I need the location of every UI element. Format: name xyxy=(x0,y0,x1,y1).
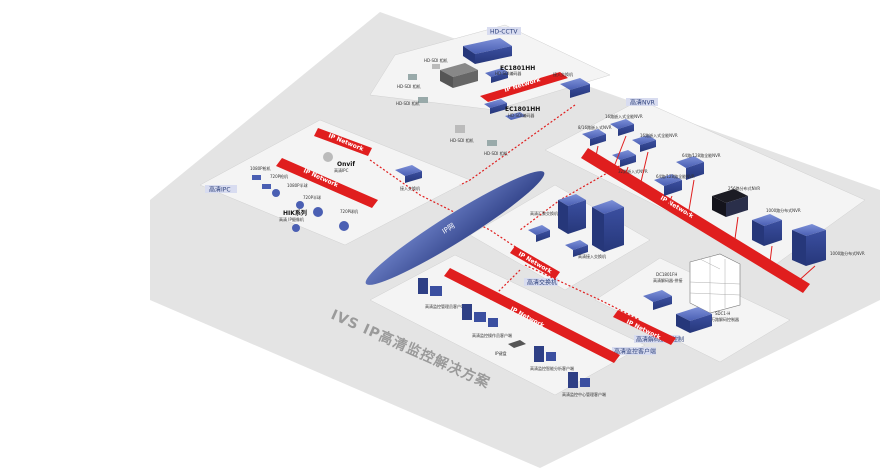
cctv-camera-b: HD-SDI 相机 xyxy=(396,97,428,106)
ipc-access-switch: 接入交换机 xyxy=(395,165,422,191)
svg-text:高清监控客户端: 高清监控客户端 xyxy=(614,348,656,356)
svg-text:EC1801HH: EC1801HH xyxy=(505,106,540,113)
svg-text:HD-CCTV: HD-CCTV xyxy=(490,29,518,36)
svg-text:HD-SDI 相机: HD-SDI 相机 xyxy=(397,83,421,89)
svg-text:HD-SDI 相机: HD-SDI 相机 xyxy=(484,150,508,156)
svg-text:高清交换机: 高清交换机 xyxy=(527,279,557,287)
monitor-client-2: 高清监控操作员客户端 xyxy=(462,304,512,338)
svg-text:HIK系列: HIK系列 xyxy=(283,209,307,217)
panel-switch xyxy=(469,184,651,291)
switch-devices: 高清汇聚交换机 高清接入交换机 xyxy=(528,194,624,259)
svg-text:Onvif: Onvif xyxy=(337,161,355,168)
switch-core: 高清汇聚交换机 xyxy=(530,194,586,234)
nvr-unit-1: 8/16路嵌入式NVR xyxy=(578,124,612,146)
svg-text:64路/128路全能NVR: 64路/128路全能NVR xyxy=(682,152,721,158)
svg-text:8/16路嵌入式NVR: 8/16路嵌入式NVR xyxy=(578,124,612,130)
svg-text:IP键盘: IP键盘 xyxy=(495,350,507,356)
svg-text:1080P枪机: 1080P枪机 xyxy=(250,165,271,171)
svg-text:接入交换机: 接入交换机 xyxy=(400,185,420,191)
ipc-camera-onvif: Onvif 高清IPC xyxy=(323,152,355,173)
ipc-camera-e: 720P球机 xyxy=(313,207,358,231)
ipc-camera-d: 720P半球 xyxy=(296,194,321,209)
svg-text:256路分布式NVR: 256路分布式NVR xyxy=(728,185,760,191)
svg-text:16路嵌入式全能NVR: 16路嵌入式全能NVR xyxy=(605,113,643,119)
nvr-unit-8: 1000路分布式NVR xyxy=(752,207,801,246)
svg-text:EC1801HH: EC1801HH xyxy=(500,65,535,72)
svg-text:720P球机: 720P球机 xyxy=(340,208,358,214)
decoder-1: DC1801FH 高清解码器-拼接 xyxy=(643,272,682,310)
svg-text:高清汇聚交换机: 高清汇聚交换机 xyxy=(530,210,558,216)
cctv-dvr xyxy=(440,63,478,88)
switch-small xyxy=(528,225,550,242)
cctv-camera-c: HD-SDI 相机 xyxy=(424,57,448,69)
svg-text:32路嵌入式NVR: 32路嵌入式NVR xyxy=(618,168,648,174)
ipc-camera-a: 1080P枪机 xyxy=(250,165,271,180)
cctv-camera-a: HD-SDI 相机 xyxy=(397,74,421,89)
svg-text:高清NVR: 高清NVR xyxy=(630,99,655,107)
monitor-client-1: 高清监控管理员客户端 xyxy=(418,278,465,309)
ipc-camera-c: 1080P半球 xyxy=(272,182,308,197)
svg-text:SDC1-H: SDC1-H xyxy=(715,311,730,316)
cctv-encoder-1: EC1801HH HD-SDI编码器 xyxy=(485,65,535,83)
cctv-access-switch: 接入交换机 xyxy=(553,71,590,98)
switch-rack xyxy=(592,200,624,252)
zone-tag-nvr: 高清NVR xyxy=(626,98,658,107)
nvr-unit-2: 16路嵌入式全能NVR xyxy=(605,113,643,136)
svg-text:HD-SDI编码器: HD-SDI编码器 xyxy=(508,112,534,118)
cctv-monitor-device xyxy=(463,38,512,64)
svg-text:720P半球: 720P半球 xyxy=(303,194,321,200)
cctv-camera-e: HD-SDI 相机 xyxy=(484,140,508,156)
svg-text:高清IPC: 高清IPC xyxy=(334,167,349,173)
svg-text:高清 IP摄像机: 高清 IP摄像机 xyxy=(279,216,304,222)
monitor-keyboard: IP键盘 xyxy=(495,340,526,356)
svg-text:接入交换机: 接入交换机 xyxy=(553,71,573,77)
nvr-unit-9: 1000路分布式NVR xyxy=(792,224,865,266)
svg-text:高清IPC: 高清IPC xyxy=(209,186,231,194)
svg-text:高清接入交换机: 高清接入交换机 xyxy=(578,253,606,259)
zone-tag-switch: 高清交换机 xyxy=(524,278,558,287)
svg-text:DC1801FH: DC1801FH xyxy=(656,272,677,277)
svg-text:HD-SDI 相机: HD-SDI 相机 xyxy=(424,57,448,63)
cctv-devices: HD-SDI 相机 HD-SDI 相机 HD-SDI 相机 HD-SDI 相机 … xyxy=(396,38,590,156)
ip-cloud: IP网 xyxy=(365,171,545,285)
monitor-client-5: 高清监控中心管理客户端 xyxy=(562,372,606,397)
ipc-camera-hik: HIK系列 高清 IP摄像机 xyxy=(279,209,307,232)
panel-cctv xyxy=(369,24,611,111)
cctv-camera-d: HD-SDI 相机 xyxy=(450,125,474,143)
svg-text:HD-SDI编码器: HD-SDI编码器 xyxy=(495,70,521,76)
nvr-unit-6: 64路/128路全能NVR xyxy=(654,173,695,196)
ipc-devices: 1080P枪机 720P枪机 1080P半球 720P半球 720P球机 Onv… xyxy=(250,152,422,232)
svg-text:高清监控智能分析客户端: 高清监控智能分析客户端 xyxy=(530,365,574,371)
switch-access: 高清接入交换机 xyxy=(565,240,606,259)
svg-text:HD-SDI 相机: HD-SDI 相机 xyxy=(450,137,474,143)
svg-text:高清监控管理员客户端: 高清监控管理员客户端 xyxy=(425,303,465,309)
cctv-encoder-2: EC1801HH HD-SDI编码器 xyxy=(484,99,540,120)
nvr-unit-3: 16路嵌入式全能NVR xyxy=(632,132,678,152)
ipc-camera-b: 720P枪机 xyxy=(262,173,288,189)
nvr-drop-links xyxy=(595,135,816,285)
nvr-devices: 8/16路嵌入式NVR 16路嵌入式全能NVR 16路嵌入式全能NVR 32路嵌… xyxy=(578,113,865,285)
svg-text:高清监控中心管理客户端: 高清监控中心管理客户端 xyxy=(562,391,606,397)
zone-tag-cctv: HD-CCTV xyxy=(487,27,521,36)
svg-text:16路嵌入式全能NVR: 16路嵌入式全能NVR xyxy=(640,132,678,138)
svg-text:万路解码控制器: 万路解码控制器 xyxy=(711,316,739,322)
svg-text:高清解码器-拼接: 高清解码器-拼接 xyxy=(653,277,682,283)
svg-text:1000路分布式NVR: 1000路分布式NVR xyxy=(766,207,801,213)
svg-text:1080P半球: 1080P半球 xyxy=(287,182,308,188)
svg-text:720P枪机: 720P枪机 xyxy=(270,173,288,179)
svg-text:高清监控操作员客户端: 高清监控操作员客户端 xyxy=(472,332,512,338)
zone-tag-monitor: 高清监控客户端 xyxy=(612,347,656,356)
svg-text:64路/128路全能NVR: 64路/128路全能NVR xyxy=(656,173,695,179)
monitor-devices: 高清监控管理员客户端 高清监控操作员客户端 IP键盘 高清监控智能分析客户端 高… xyxy=(418,278,606,397)
nvr-unit-7: 256路分布式NVR xyxy=(712,185,760,217)
monitor-client-4: 高清监控智能分析客户端 xyxy=(530,346,574,371)
decoder-2: SDC1-H 万路解码控制器 xyxy=(676,307,739,333)
svg-text:1000路分布式NVR: 1000路分布式NVR xyxy=(830,250,865,256)
zone-tag-ipc: 高清IPC xyxy=(205,185,237,194)
video-wall xyxy=(689,253,741,314)
svg-text:HD-SDI 相机: HD-SDI 相机 xyxy=(396,100,420,106)
nvr-unit-5: 64路/128路全能NVR xyxy=(676,152,721,180)
decoder-devices: DC1801FH 高清解码器-拼接 SDC1-H 万路解码控制器 xyxy=(643,253,741,333)
